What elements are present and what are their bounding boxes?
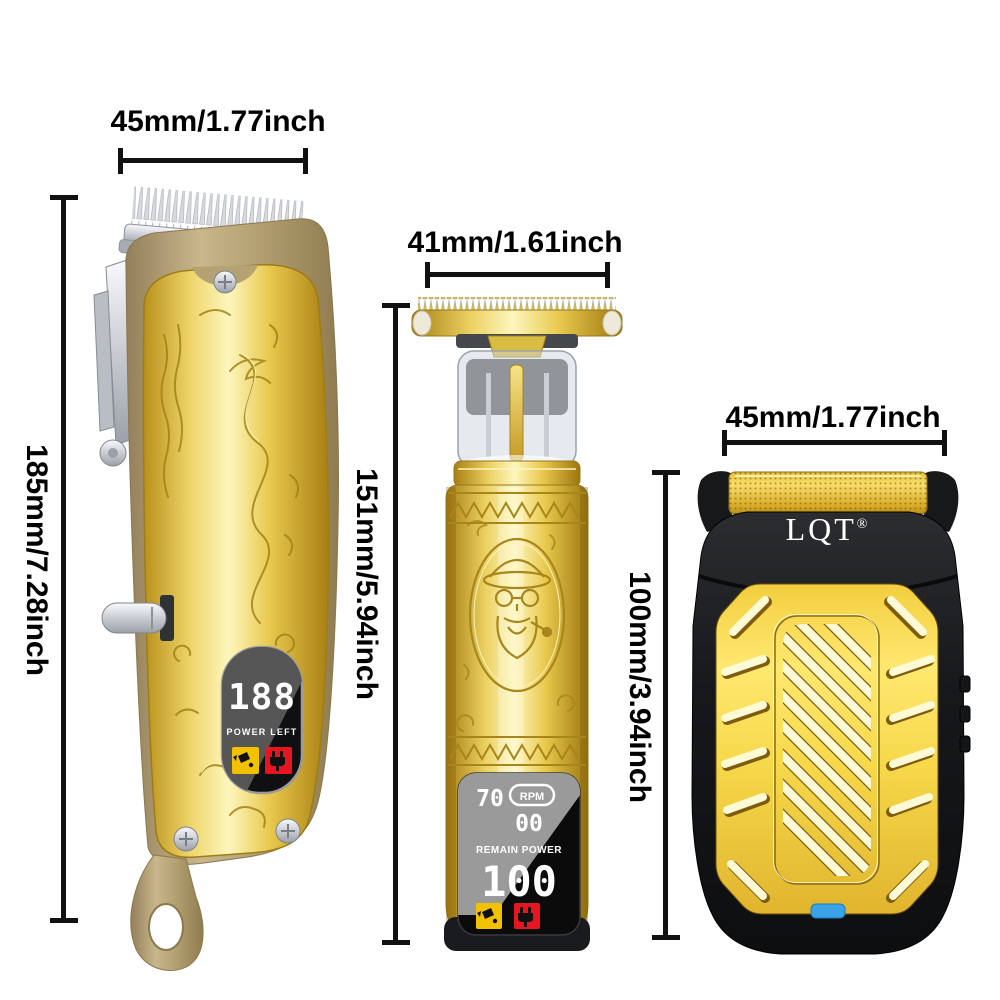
charging-plug-icon xyxy=(514,903,540,929)
rpm-digits-line1: 70 xyxy=(476,786,504,812)
charge-indicator-light xyxy=(810,903,846,919)
foil-shaver-image: LQT® xyxy=(691,471,971,955)
brand-text: LQT® xyxy=(786,511,871,547)
trimmer-height-line xyxy=(381,303,410,945)
foil-clamp-right xyxy=(921,471,959,532)
hair-clipper-image: 188 POWER LEFT xyxy=(93,186,340,971)
body-shade-left xyxy=(446,487,456,935)
shaver-gold-panel xyxy=(715,583,939,915)
trimmer-height-label: 151mm/5.94inch xyxy=(350,468,383,700)
barber-medallion xyxy=(468,537,566,693)
trimmer-clear-chamber xyxy=(457,350,577,475)
clipper-width-line xyxy=(118,147,308,174)
oil-lubricate-icon xyxy=(476,903,502,929)
foil-clamp-left xyxy=(697,471,735,532)
trimmer-led-display: 70 RPM 00 REMAIN POWER 100 xyxy=(457,772,581,936)
charging-plug-icon xyxy=(265,747,292,774)
trimmer-display-caption: REMAIN POWER xyxy=(476,845,562,856)
trimmer-width-line xyxy=(425,261,610,288)
panel-center-region xyxy=(773,614,880,885)
clipper-top-screw xyxy=(213,270,237,294)
shaver-width-line xyxy=(722,429,947,456)
t-blade-trimmer-image: 70 RPM 00 REMAIN POWER 100 xyxy=(411,297,623,951)
clipper-hook-hole xyxy=(148,903,184,951)
clipper-display-digits: 188 xyxy=(228,677,296,718)
gold-foil-screen xyxy=(728,471,928,515)
border-slashes xyxy=(721,596,935,903)
rpm-badge: RPM xyxy=(520,791,544,803)
shaver-width-label: 45mm/1.77inch xyxy=(725,401,941,434)
clipper-led-display: 188 POWER LEFT xyxy=(220,645,304,795)
cloud-engraving xyxy=(456,520,575,732)
clipper-bottom-screws xyxy=(173,818,301,852)
clipper-height-line xyxy=(49,195,78,923)
trimmer-width-label: 41mm/1.61inch xyxy=(407,226,623,259)
shaver-height-line xyxy=(651,470,680,940)
trimmer-collar xyxy=(453,460,581,488)
center-slashes xyxy=(783,624,871,876)
clipper-display-caption: POWER LEFT xyxy=(227,727,298,737)
side-buttons xyxy=(959,675,971,753)
clipper-height-label: 185mm/7.28inch xyxy=(20,444,53,676)
trimmer-t-blade xyxy=(411,297,623,358)
rpm-digits-line2: 00 xyxy=(515,811,543,837)
taper-lever xyxy=(101,595,174,641)
body-shade-right xyxy=(580,487,588,935)
battery-digits: 100 xyxy=(481,857,557,906)
greek-key-band-bottom xyxy=(448,736,586,766)
oil-lubricate-icon xyxy=(232,747,259,774)
clipper-width-label: 45mm/1.77inch xyxy=(110,105,326,138)
